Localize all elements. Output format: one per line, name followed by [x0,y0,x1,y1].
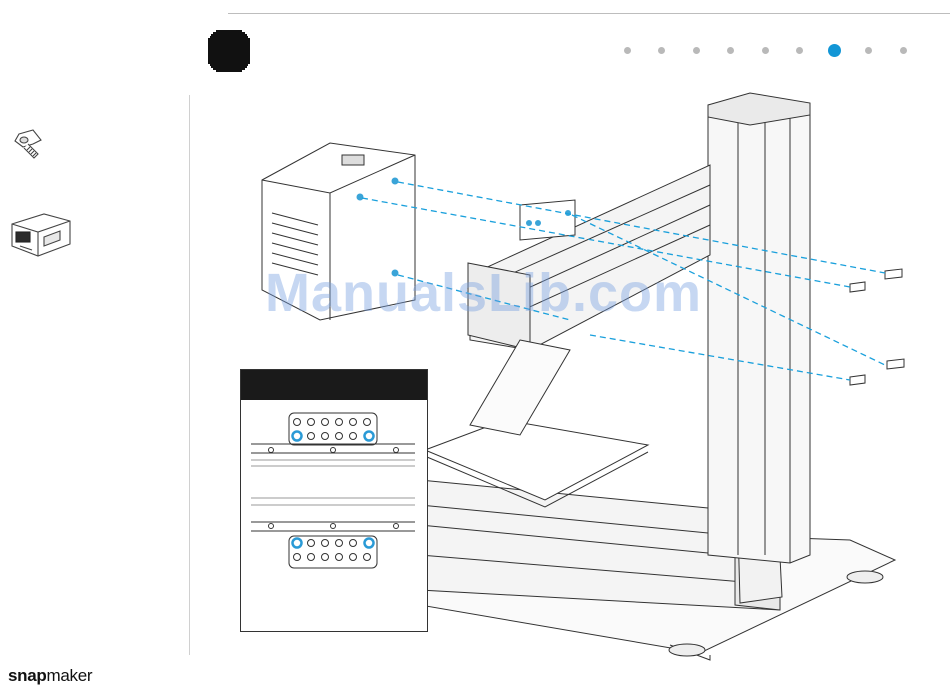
step-badge [208,30,250,72]
progress-dot [900,47,907,54]
brand-logo-light: maker [46,666,92,685]
laser-module-icon [8,204,74,260]
progress-dot [693,47,700,54]
detail-inset [240,369,428,632]
progress-dot [865,47,872,54]
brand-logo: snapmaker [8,666,92,690]
progress-dot [624,47,631,54]
support-bracket [470,340,570,435]
detail-inset-header [241,370,427,400]
progress-dot [658,47,665,54]
watermark: ManualsLib.com [265,262,705,322]
progress-dot [762,47,769,54]
progress-dot [796,47,803,54]
brand-logo-bold: snap [8,666,46,685]
detail-inset-illustration [241,400,427,631]
z-axis-column [708,100,810,563]
screws-loose [850,269,904,385]
screw-icon [10,127,46,165]
progress-dot-active [828,44,841,57]
progress-dot [727,47,734,54]
top-divider [228,13,950,14]
progress-indicator [620,44,930,58]
